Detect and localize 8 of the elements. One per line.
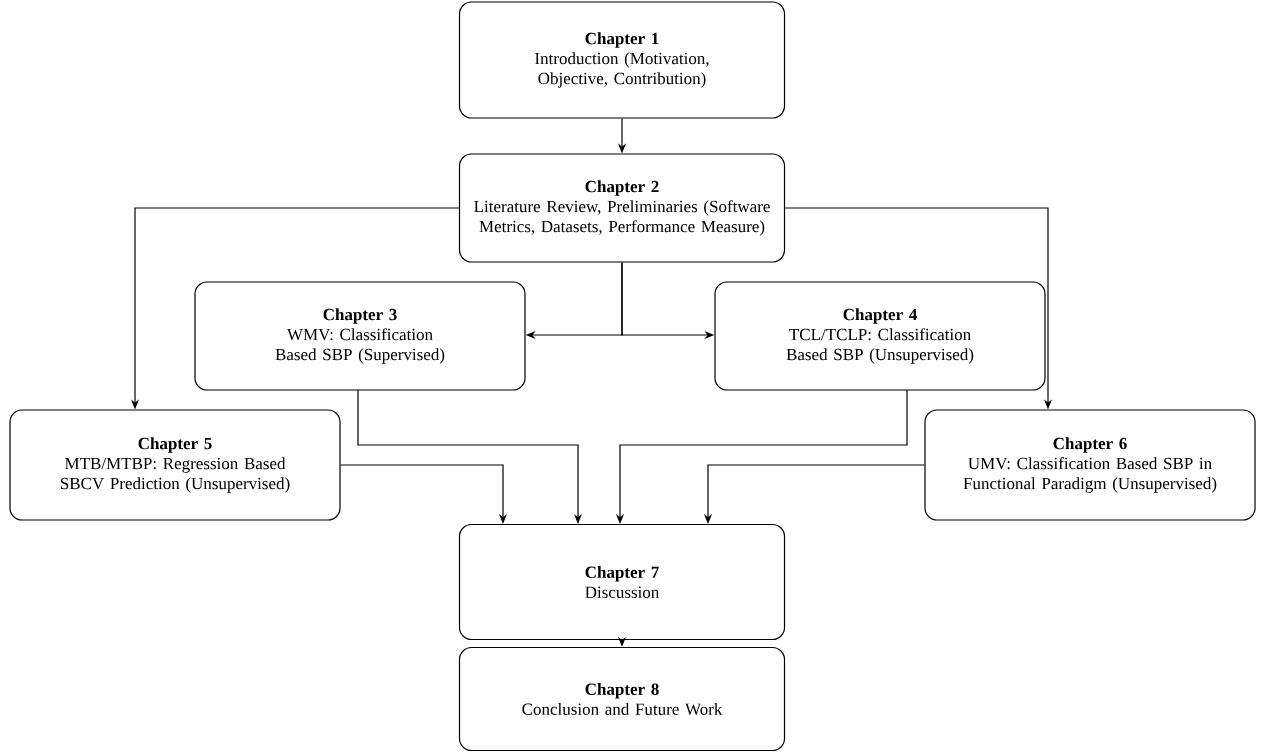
- chapter-box: Chapter 1 Introduction (Motivation, Objective, Contribution): [458, 1, 786, 119]
- chapter-box: Chapter 4 TCL/TCLP: Classification Based SBP (Unsupervised): [714, 281, 1046, 391]
- chapter-box: Chapter 5 MTB/MTBP: Regression Based SBCV Prediction (Unsupervised): [9, 409, 341, 521]
- chapter-box: Chapter 2 Literature Review, Preliminaries (Software Metrics, Datasets, Performance Measure): [458, 153, 786, 263]
- chapter-box: Chapter 6 UMV: Classification Based SBP in Functional Paradigm (Unsupervised): [924, 409, 1256, 521]
- chapter-box: Chapter 3 WMV: Classification Based SBP (Supervised): [194, 281, 526, 391]
- chapter-box: Chapter 7 Discussion: [458, 523, 786, 641]
- chapter-box: Chapter 8 Conclusion and Future Work: [458, 646, 786, 752]
